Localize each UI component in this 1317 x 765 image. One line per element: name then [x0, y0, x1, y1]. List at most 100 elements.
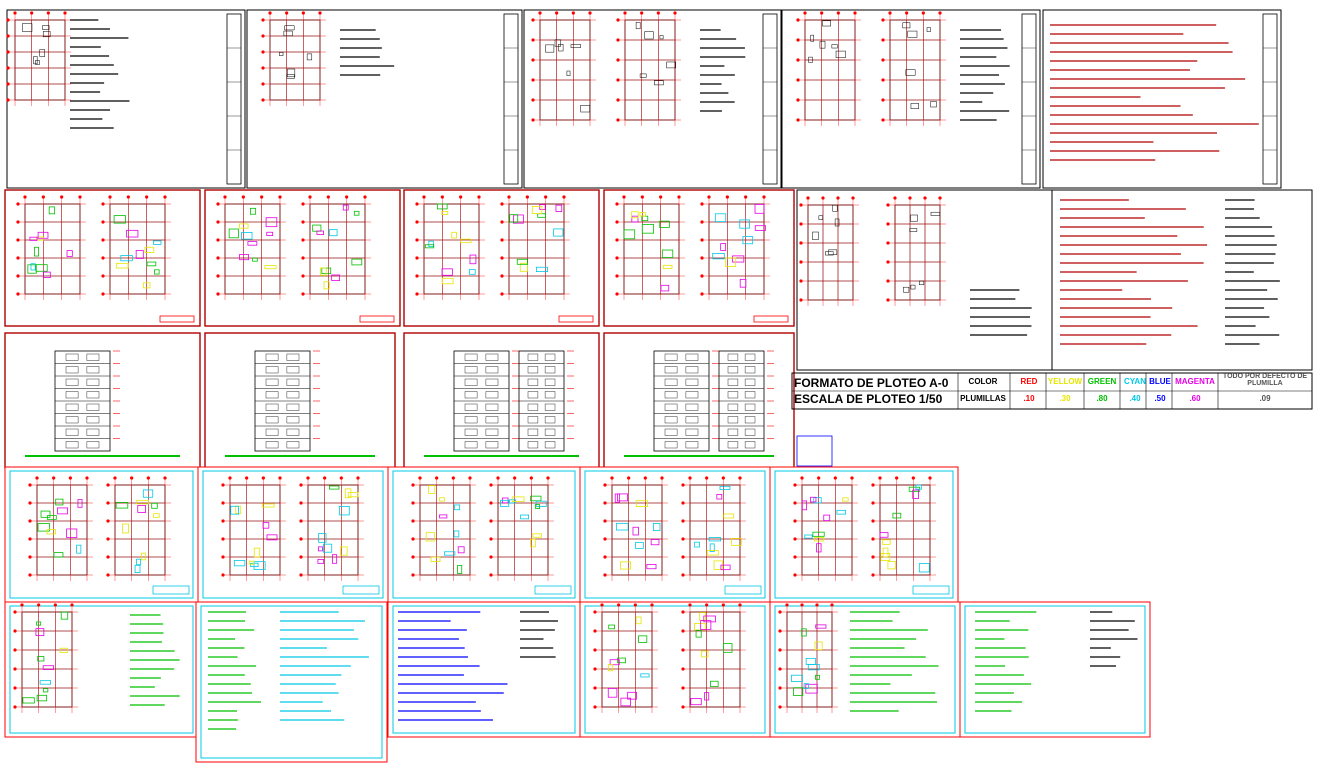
axis-bubble: [615, 274, 619, 278]
plan-fixture: [739, 219, 750, 229]
elevation-window: [485, 366, 499, 374]
plan-detail: [545, 44, 555, 53]
axis-bubble: [301, 11, 305, 15]
sheet-row1-5: [1042, 9, 1282, 189]
plan-fixture: [617, 493, 628, 502]
plan-fixture: [519, 262, 528, 272]
plan-colored: [708, 203, 765, 295]
axis-bubble: [700, 256, 704, 260]
axis-bubble: [6, 50, 10, 54]
axis-bubble: [681, 705, 685, 709]
elevation-window: [485, 391, 499, 399]
axis-bubble: [101, 274, 105, 278]
plan-fixture: [40, 510, 51, 518]
axis-bubble: [785, 603, 789, 607]
axis-bubble: [477, 195, 481, 199]
legend-box: [724, 585, 762, 595]
plan-fixture: [816, 543, 822, 553]
plan-fixture: [695, 629, 702, 638]
axis-bubble: [216, 202, 220, 206]
axis-bubble: [30, 11, 34, 15]
axis-bubble: [6, 66, 10, 70]
sheet-row5-inner-5: [774, 605, 956, 734]
axis-bubble: [411, 555, 415, 559]
plan-fixture: [805, 657, 816, 665]
plan-fixture: [918, 563, 930, 573]
elevation-window: [485, 428, 499, 436]
elevation-window: [544, 366, 556, 374]
axis-bubble: [20, 603, 24, 607]
plan-fixture: [115, 502, 129, 509]
axis-bubble: [85, 476, 89, 480]
plan-fixture: [801, 628, 807, 637]
elevation-window: [464, 353, 478, 361]
plan-fixture: [730, 538, 742, 546]
elevation-window: [86, 441, 100, 449]
plan-fixture: [823, 514, 831, 521]
plan-fixture: [620, 561, 631, 570]
sheet-row4-outer-1: [4, 466, 199, 603]
plan-fixture: [253, 547, 261, 558]
axis-bubble: [301, 238, 305, 242]
plan-fixture: [351, 258, 363, 266]
plan-detail: [835, 50, 846, 58]
plan-detail: [810, 34, 814, 42]
axis-bubble: [881, 18, 885, 22]
axis-bubble: [938, 196, 942, 200]
axis-bubble: [299, 483, 303, 487]
axis-bubble: [489, 501, 493, 505]
plan-fixture: [331, 274, 341, 281]
plan-colored: [623, 203, 680, 295]
elevation-window: [265, 416, 279, 424]
sheet-row4-inner-1: [9, 470, 194, 599]
axis-bubble: [681, 648, 685, 652]
elevation-window: [86, 403, 100, 411]
axis-bubble: [623, 11, 627, 15]
axis-bubble: [500, 220, 504, 224]
plan-detail: [926, 27, 931, 32]
axis-bubble: [228, 476, 232, 480]
plan-installation: [689, 484, 741, 576]
sheet-row4-outer-3: [387, 466, 581, 603]
axis-bubble: [681, 501, 685, 505]
elevation-window: [664, 403, 678, 411]
axis-bubble: [301, 256, 305, 260]
plan-installation: [36, 484, 88, 576]
axis-bubble: [700, 274, 704, 278]
axis-bubble: [799, 241, 803, 245]
axis-bubble: [28, 519, 32, 523]
elevation-window: [744, 391, 756, 399]
elevation-window: [265, 366, 279, 374]
axis-bubble: [725, 195, 729, 199]
legend-box: [342, 585, 380, 595]
axis-bubble: [593, 629, 597, 633]
axis-bubble: [803, 11, 807, 15]
axis-bubble: [13, 648, 17, 652]
elevation-window: [544, 403, 556, 411]
plan-colored: [423, 203, 480, 295]
elevation-window: [65, 378, 79, 386]
elevation-window: [544, 378, 556, 386]
plan-fixture: [428, 240, 434, 247]
legend-plumillas-label: PLUMILLAS: [960, 394, 1006, 403]
axis-bubble: [106, 519, 110, 523]
axis-bubble: [799, 203, 803, 207]
plan-detail: [666, 61, 676, 69]
axis-bubble: [221, 573, 225, 577]
axis-bubble: [489, 519, 493, 523]
axis-bubble: [793, 555, 797, 559]
elevation-window: [464, 366, 478, 374]
plan-installation: [21, 611, 73, 708]
axis-bubble: [616, 78, 620, 82]
plan-fixture: [716, 494, 723, 500]
plan-detail: [306, 53, 313, 61]
axis-bubble: [610, 476, 614, 480]
plan-fixture: [338, 506, 350, 516]
axis-bubble: [836, 11, 840, 15]
axis-bubble: [415, 256, 419, 260]
plan-fixture: [317, 559, 325, 564]
axis-bubble: [815, 603, 819, 607]
axis-bubble: [871, 501, 875, 505]
axis-bubble: [216, 220, 220, 224]
plan-fixture: [892, 512, 902, 519]
